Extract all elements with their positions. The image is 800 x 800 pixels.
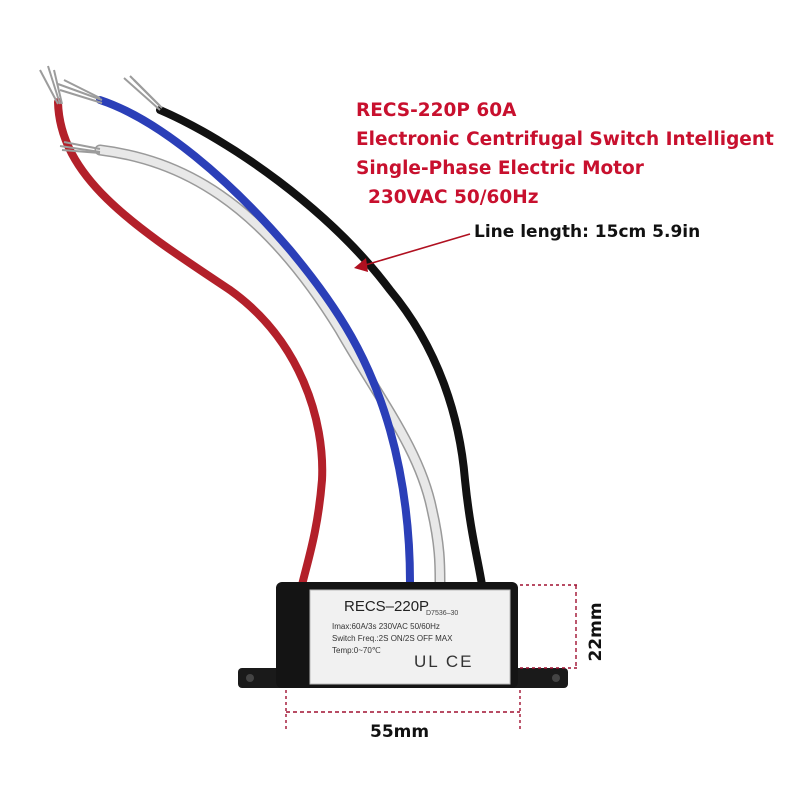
title-line-1: RECS-220P 60A <box>356 100 517 121</box>
line-length-arrow <box>354 233 471 272</box>
red-wire <box>54 98 327 589</box>
blue-wire <box>96 96 414 586</box>
device-model: RECS–220P <box>344 598 430 615</box>
white-wire-outline <box>94 144 446 588</box>
title-line-3: Single-Phase Electric Motor <box>356 158 644 179</box>
certification-marks: UL CE <box>414 652 474 671</box>
title-line-4: 230VAC 50/60Hz <box>368 187 539 208</box>
width-dimension: 55mm <box>370 722 430 742</box>
black-wire <box>156 106 486 589</box>
height-dimension: 22mm <box>586 602 606 662</box>
dimension-lines <box>285 584 580 730</box>
line-length-label: Line length: 15cm 5.9in <box>474 222 701 242</box>
device-switch-freq: Switch Freq.:2S ON/2S OFF MAX <box>332 634 453 643</box>
device-code: D7536–30 <box>426 610 459 617</box>
white-wire <box>96 146 444 586</box>
title-line-2: Electronic Centrifugal Switch Intelligen… <box>356 129 774 150</box>
stripped-wire-ends <box>39 65 163 154</box>
device-temp: Temp:0~70℃ <box>332 646 381 655</box>
wires <box>54 96 486 589</box>
device-label: RECS–220P D7536–30 Imax:60A/3s 230VAC 50… <box>316 592 506 682</box>
device-label-panel <box>309 589 511 685</box>
device-spec: Imax:60A/3s 230VAC 50/60Hz <box>332 622 440 631</box>
centrifugal-switch-device <box>238 582 568 688</box>
product-title: RECS-220P 60A Electronic Centrifugal Swi… <box>356 96 774 212</box>
